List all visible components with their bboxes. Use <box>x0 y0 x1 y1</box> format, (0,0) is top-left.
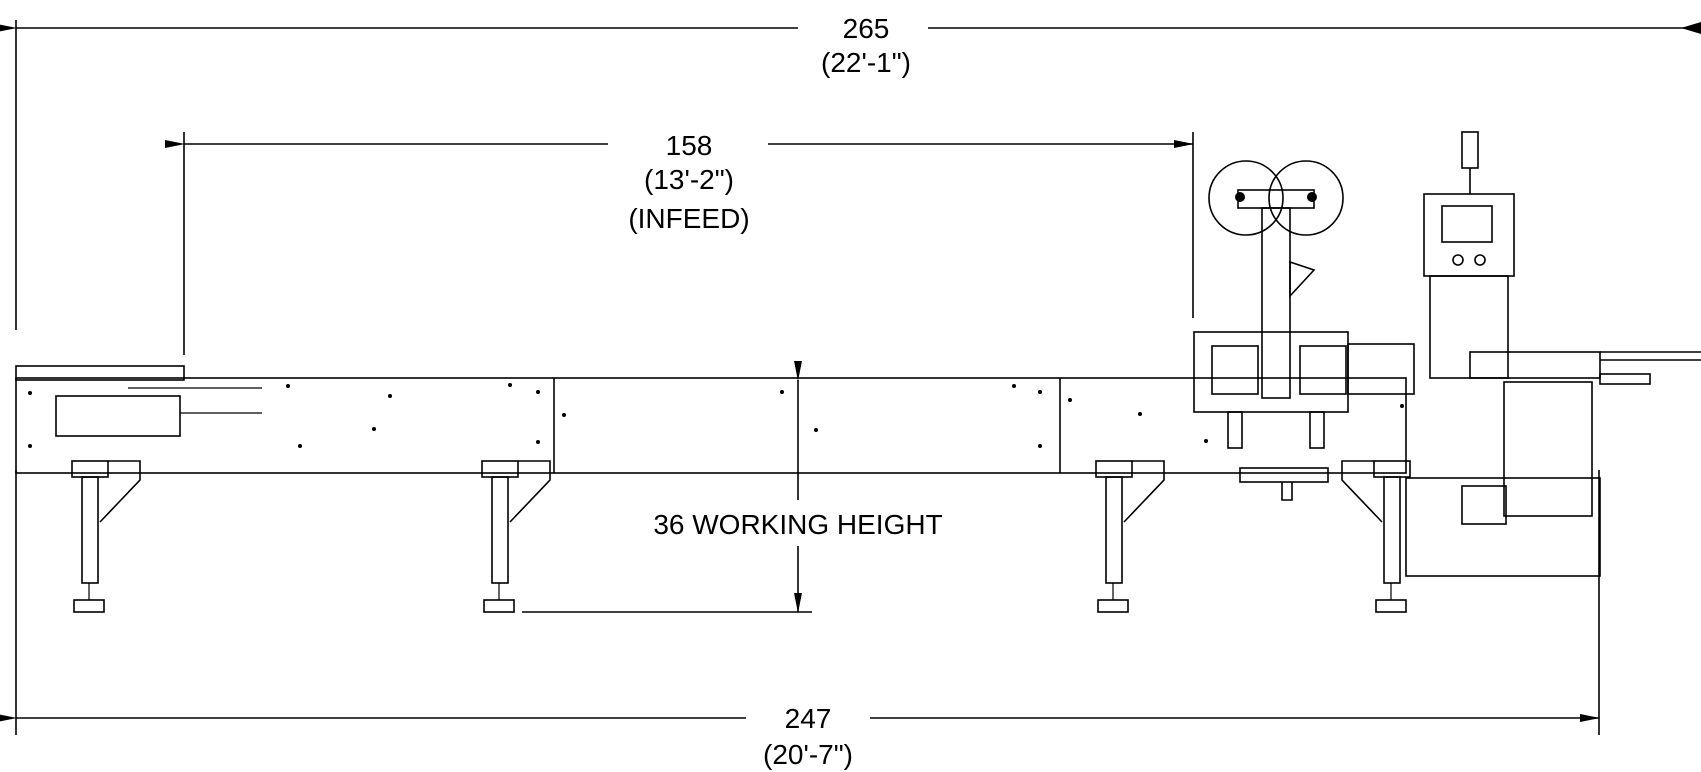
reel-crossbar <box>1237 189 1315 209</box>
fastener-dot <box>1012 384 1016 388</box>
fastener-dot <box>298 444 302 448</box>
fastener-dot <box>780 390 784 394</box>
conveyor-bed <box>15 377 1407 474</box>
film-reel-assembly <box>1208 160 1344 399</box>
fastener-dot <box>1038 444 1042 448</box>
fastener-dot <box>1068 398 1072 402</box>
fastener-dot <box>508 383 512 387</box>
base-length-dimension: 247 (20'-7") <box>0 470 1600 770</box>
leg-4 <box>1341 460 1411 613</box>
leg-2 <box>481 460 551 613</box>
lower-cabinet <box>1405 477 1601 577</box>
leg-gusset <box>509 460 551 523</box>
crimper-box <box>1347 343 1415 395</box>
overall-dim-value: 265 <box>843 13 890 44</box>
leg-mount <box>1095 460 1133 478</box>
film-reel-left <box>1208 160 1284 236</box>
base-dim-imperial: (20'-7") <box>763 739 853 770</box>
motor-unit <box>1461 485 1507 525</box>
fastener-dot <box>536 390 540 394</box>
film-reel-right <box>1268 160 1344 236</box>
outfeed-lip <box>1599 373 1651 385</box>
fastener-dot <box>1138 412 1142 416</box>
under-bracket <box>1239 467 1329 483</box>
leg-tube <box>1105 476 1123 584</box>
wrapping-head-assembly <box>1193 331 1415 501</box>
fastener-dot <box>28 444 32 448</box>
hmi-screen <box>1441 205 1493 243</box>
infeed-dim-value: 158 <box>666 130 713 161</box>
head-frame <box>1193 331 1349 413</box>
infeed-drive-box <box>55 395 181 437</box>
control-stand <box>1429 275 1509 379</box>
reel-mast <box>1261 207 1291 399</box>
infeed-dim-imperial: (13'-2") <box>644 164 734 195</box>
fastener-dot <box>1038 390 1042 394</box>
fastener-dot <box>372 427 376 431</box>
fastener-dots <box>28 383 1404 448</box>
head-actuator-right <box>1309 411 1325 449</box>
head-actuator-left <box>1227 411 1243 449</box>
fastener-dot <box>1204 439 1208 443</box>
heat-tunnel-box <box>1503 381 1593 517</box>
base-dim-value: 247 <box>785 703 832 734</box>
fastener-dot <box>388 394 392 398</box>
fastener-dot <box>286 384 290 388</box>
leg-tube <box>1383 476 1401 584</box>
leg-1 <box>71 460 141 613</box>
infeed-dim-note: (INFEED) <box>628 203 749 234</box>
working-height-label: 36 WORKING HEIGHT <box>653 509 942 540</box>
sealing-head-right <box>1299 345 1347 395</box>
leg-mount <box>71 460 109 478</box>
under-nozzle <box>1281 482 1293 501</box>
working-height-dimension: 36 WORKING HEIGHT <box>522 361 943 613</box>
leg-tube <box>81 476 99 584</box>
leg-mount <box>1373 460 1411 478</box>
reel-hub-left <box>1235 192 1245 202</box>
fastener-dot <box>28 391 32 395</box>
mast-bracket <box>1289 260 1316 299</box>
fastener-dot <box>814 428 818 432</box>
leg-foot <box>1375 599 1407 613</box>
leg-gusset <box>1123 460 1165 523</box>
conveyor-frame <box>15 365 1407 474</box>
outfeed-conveyor <box>1469 351 1601 379</box>
overall-dim-imperial: (22'-1") <box>821 47 911 78</box>
overall-arrow-right <box>1681 22 1701 34</box>
infeed-dimension: 158 (13'-2") (INFEED) <box>165 130 1194 355</box>
control-panel-assembly <box>1423 131 1515 379</box>
leg-gusset <box>1341 460 1383 523</box>
leg-foot <box>1097 599 1129 613</box>
leg-foot <box>73 599 105 613</box>
infeed-guide-rail <box>15 365 185 381</box>
fastener-dot <box>562 413 566 417</box>
leg-gusset <box>99 460 141 523</box>
fastener-dot <box>536 440 540 444</box>
start-button <box>1452 254 1464 266</box>
fastener-dot <box>1400 404 1404 408</box>
leg-tube <box>491 476 509 584</box>
sealing-head-left <box>1211 345 1259 395</box>
signal-beacon <box>1461 131 1479 169</box>
leg-foot <box>483 599 515 613</box>
stop-button <box>1474 254 1486 266</box>
reel-hub-right <box>1307 192 1317 202</box>
outfeed-section <box>1405 351 1701 577</box>
leg-3 <box>1095 460 1165 613</box>
overall-dimension: 265 (22'-1") <box>0 13 1701 330</box>
leg-mount <box>481 460 519 478</box>
